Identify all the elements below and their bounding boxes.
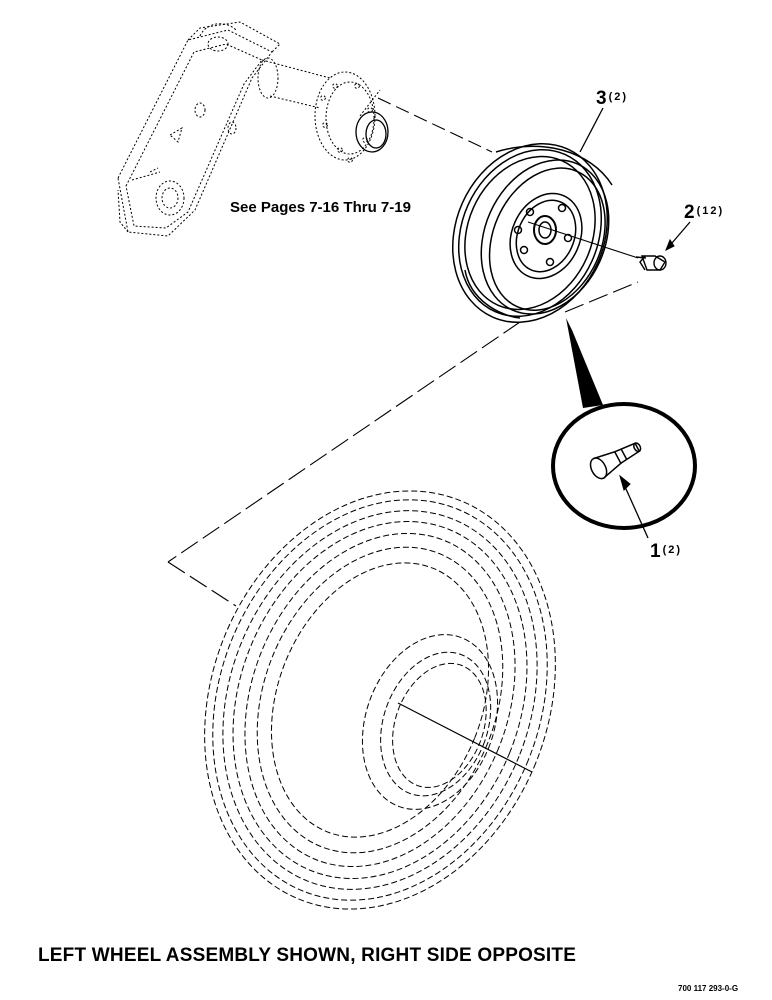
leader-3	[579, 107, 604, 153]
figure-caption: LEFT WHEEL ASSEMBLY SHOWN, RIGHT SIDE OP…	[38, 945, 577, 966]
callout-1: 1(2)	[650, 541, 682, 563]
callout-1-number: 1	[650, 541, 661, 562]
callout-2-quantity: (12)	[696, 205, 725, 217]
drawing-number: 700 117 293-0-G	[678, 984, 739, 993]
callout-2: 2(12)	[684, 202, 724, 224]
alignment-dash-lines	[167, 281, 639, 607]
reference-note: See Pages 7-16 Thru 7-19	[230, 199, 411, 216]
axle-bracket-phantom	[117, 21, 389, 237]
callout-1-quantity: (2)	[662, 544, 683, 556]
callout-3-number: 3	[596, 88, 607, 109]
wheel-bolt	[635, 255, 667, 271]
wheel-centerline	[527, 221, 639, 259]
tire-centerline	[397, 702, 533, 773]
tire-phantom	[204, 490, 556, 910]
valve-stem-detail	[551, 318, 697, 539]
callout-3: 3(2)	[596, 88, 628, 110]
callout-2-number: 2	[684, 202, 695, 223]
wheel-rim	[451, 142, 613, 324]
callout-3-quantity: (2)	[608, 91, 629, 103]
hub-centerline	[377, 97, 493, 153]
